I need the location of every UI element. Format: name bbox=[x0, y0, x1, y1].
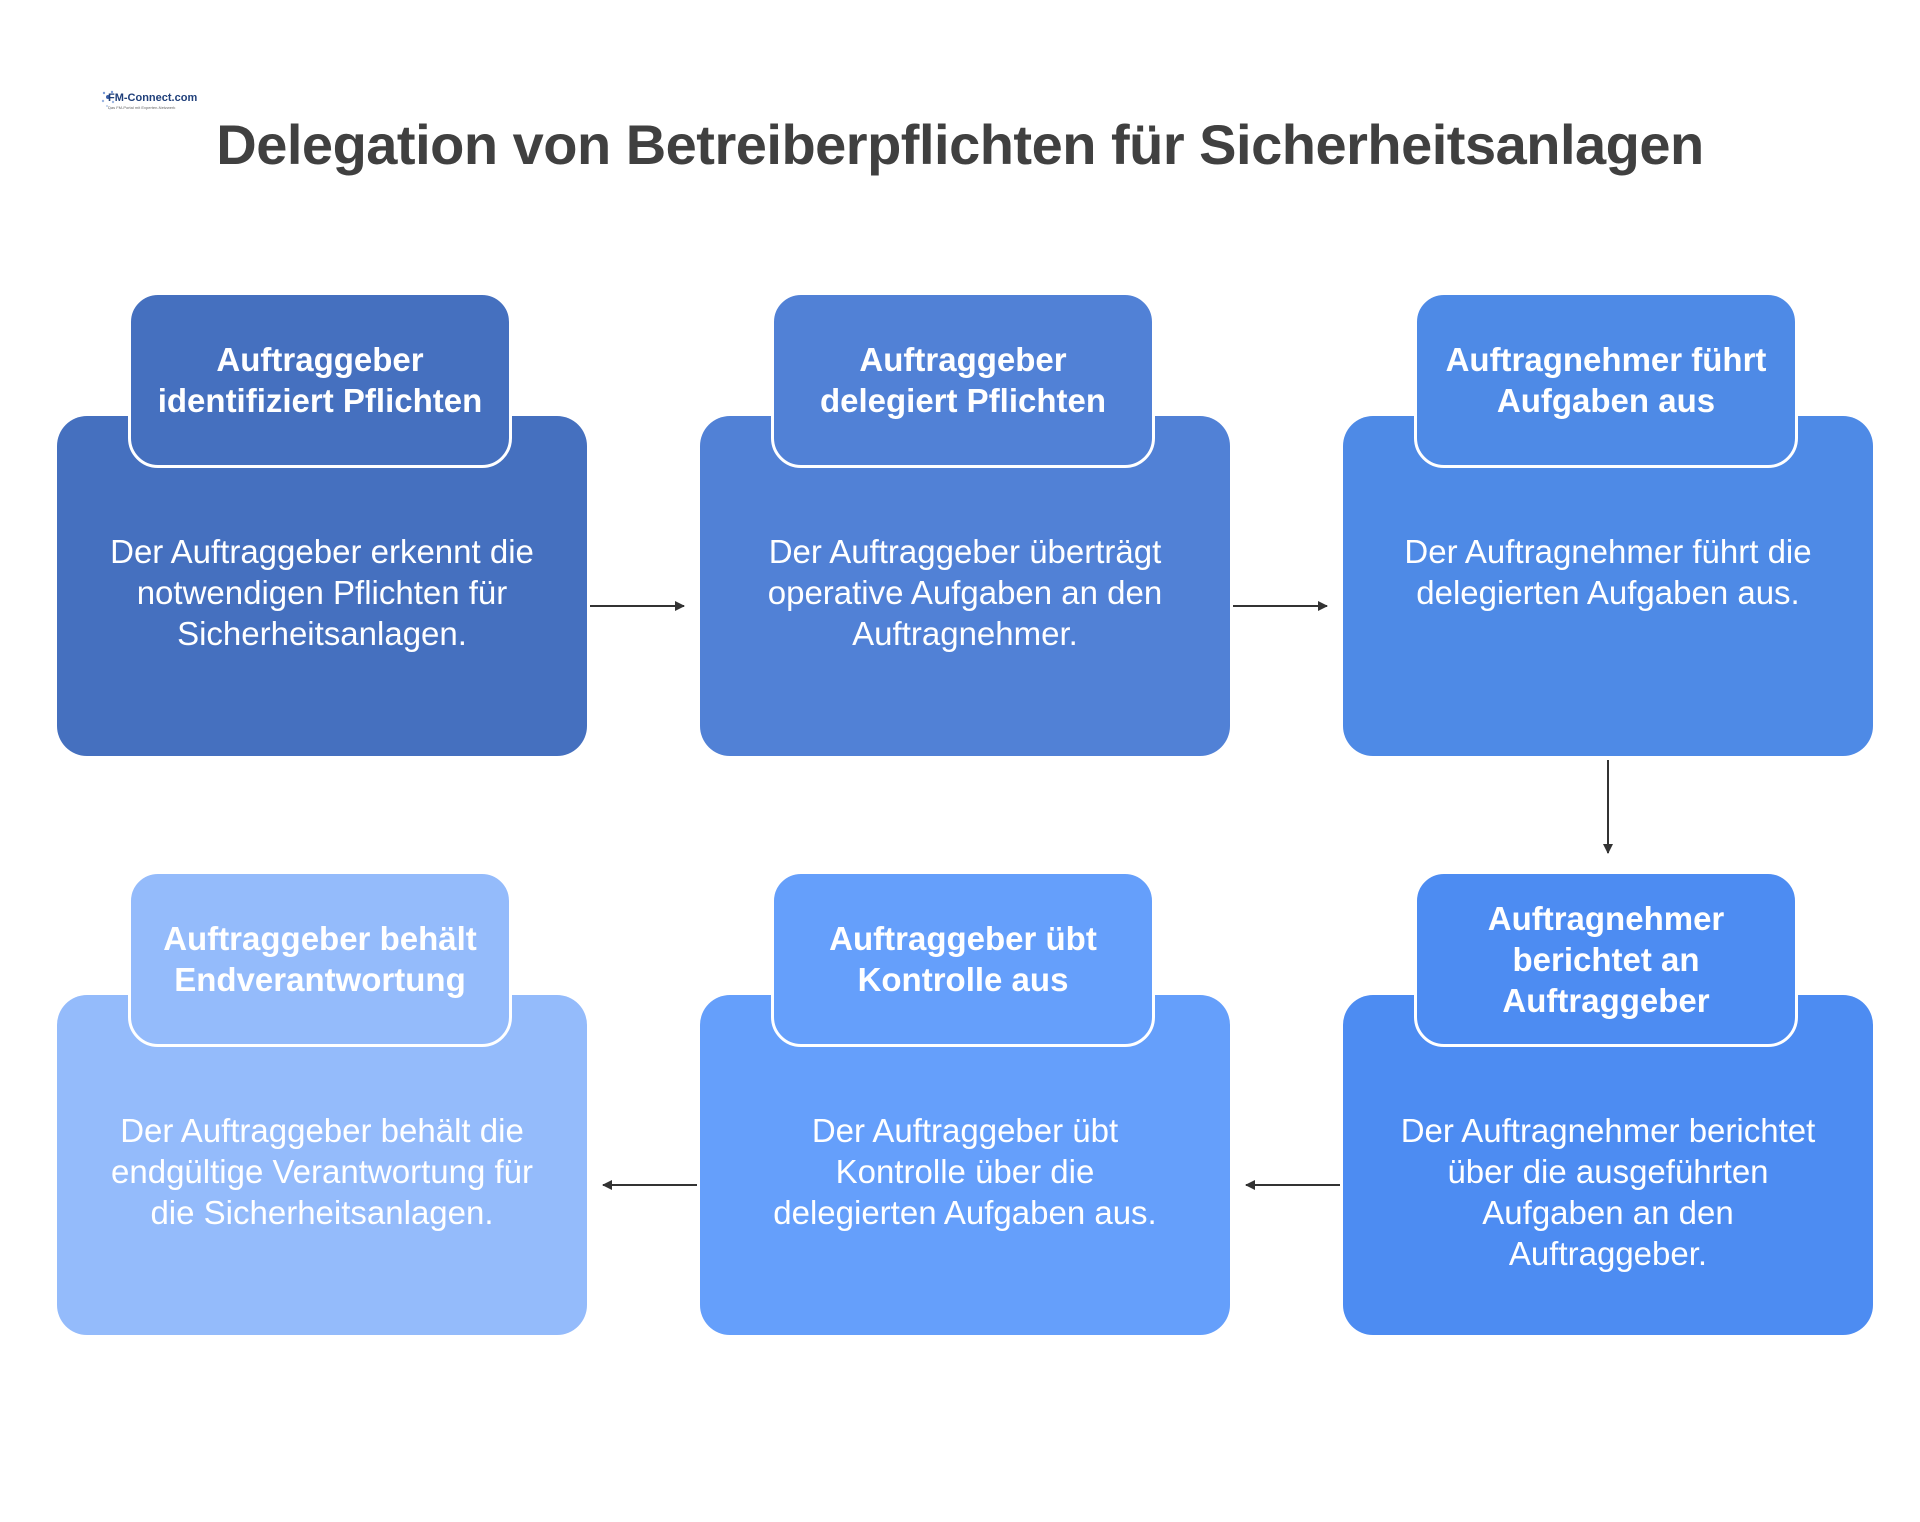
step-2-card: Der Auftraggeber überträgt operative Auf… bbox=[700, 416, 1230, 756]
logo-subtext: Das FM-Portal mit Experten-Netzwerk bbox=[108, 105, 176, 110]
page-title: Delegation von Betreiberpflichten für Si… bbox=[216, 113, 1704, 176]
step-5-header: Auftraggeber übt Kontrolle aus bbox=[771, 871, 1155, 1047]
step-6-description: Der Auftraggeber behält die endgültige V… bbox=[111, 1112, 533, 1231]
step-1-title: Auftraggeber identifiziert Pflichten bbox=[157, 341, 483, 419]
step-3-title: Auftragnehmer führt Aufgaben aus bbox=[1445, 341, 1767, 419]
step-5-card: Der Auftraggeber übt Kontrolle über die … bbox=[700, 995, 1230, 1335]
step-4-description: Der Auftragnehmer berichtet über die aus… bbox=[1400, 1112, 1816, 1272]
step-1-card: Der Auftraggeber erkennt die notwendigen… bbox=[57, 416, 587, 756]
step-2-title: Auftraggeber delegiert Pflichten bbox=[819, 341, 1107, 419]
step-4-header: Auftragnehmer berichtet an Auftraggeber bbox=[1414, 871, 1798, 1047]
step-3-card: Der Auftragnehmer führt die delegierten … bbox=[1343, 416, 1873, 756]
step-3-header: Auftragnehmer führt Aufgaben aus bbox=[1414, 292, 1798, 468]
step-2-header: Auftraggeber delegiert Pflichten bbox=[771, 292, 1155, 468]
step-5-title: Auftraggeber übt Kontrolle aus bbox=[829, 920, 1097, 998]
step-3-description: Der Auftragnehmer führt die delegierten … bbox=[1404, 533, 1812, 611]
logo: FM-Connect.com Das FM-Portal mit Experte… bbox=[100, 88, 197, 116]
step-1-description: Der Auftraggeber erkennt die notwendigen… bbox=[110, 533, 534, 652]
logo-text: FM-Connect.com bbox=[108, 92, 198, 104]
logo-burst-icon bbox=[101, 90, 115, 110]
step-6-card: Der Auftraggeber behält die endgültige V… bbox=[57, 995, 587, 1335]
step-4-title: Auftragnehmer berichtet an Auftraggeber bbox=[1487, 899, 1725, 1019]
step-1-header: Auftraggeber identifiziert Pflichten bbox=[128, 292, 512, 468]
step-2-description: Der Auftraggeber überträgt operative Auf… bbox=[767, 533, 1163, 652]
step-5-description: Der Auftraggeber übt Kontrolle über die … bbox=[773, 1112, 1157, 1231]
step-6-title: Auftraggeber behält Endverantwortung bbox=[163, 920, 477, 998]
step-4-card: Der Auftragnehmer berichtet über die aus… bbox=[1343, 995, 1873, 1335]
step-6-header: Auftraggeber behält Endverantwortung bbox=[128, 871, 512, 1047]
